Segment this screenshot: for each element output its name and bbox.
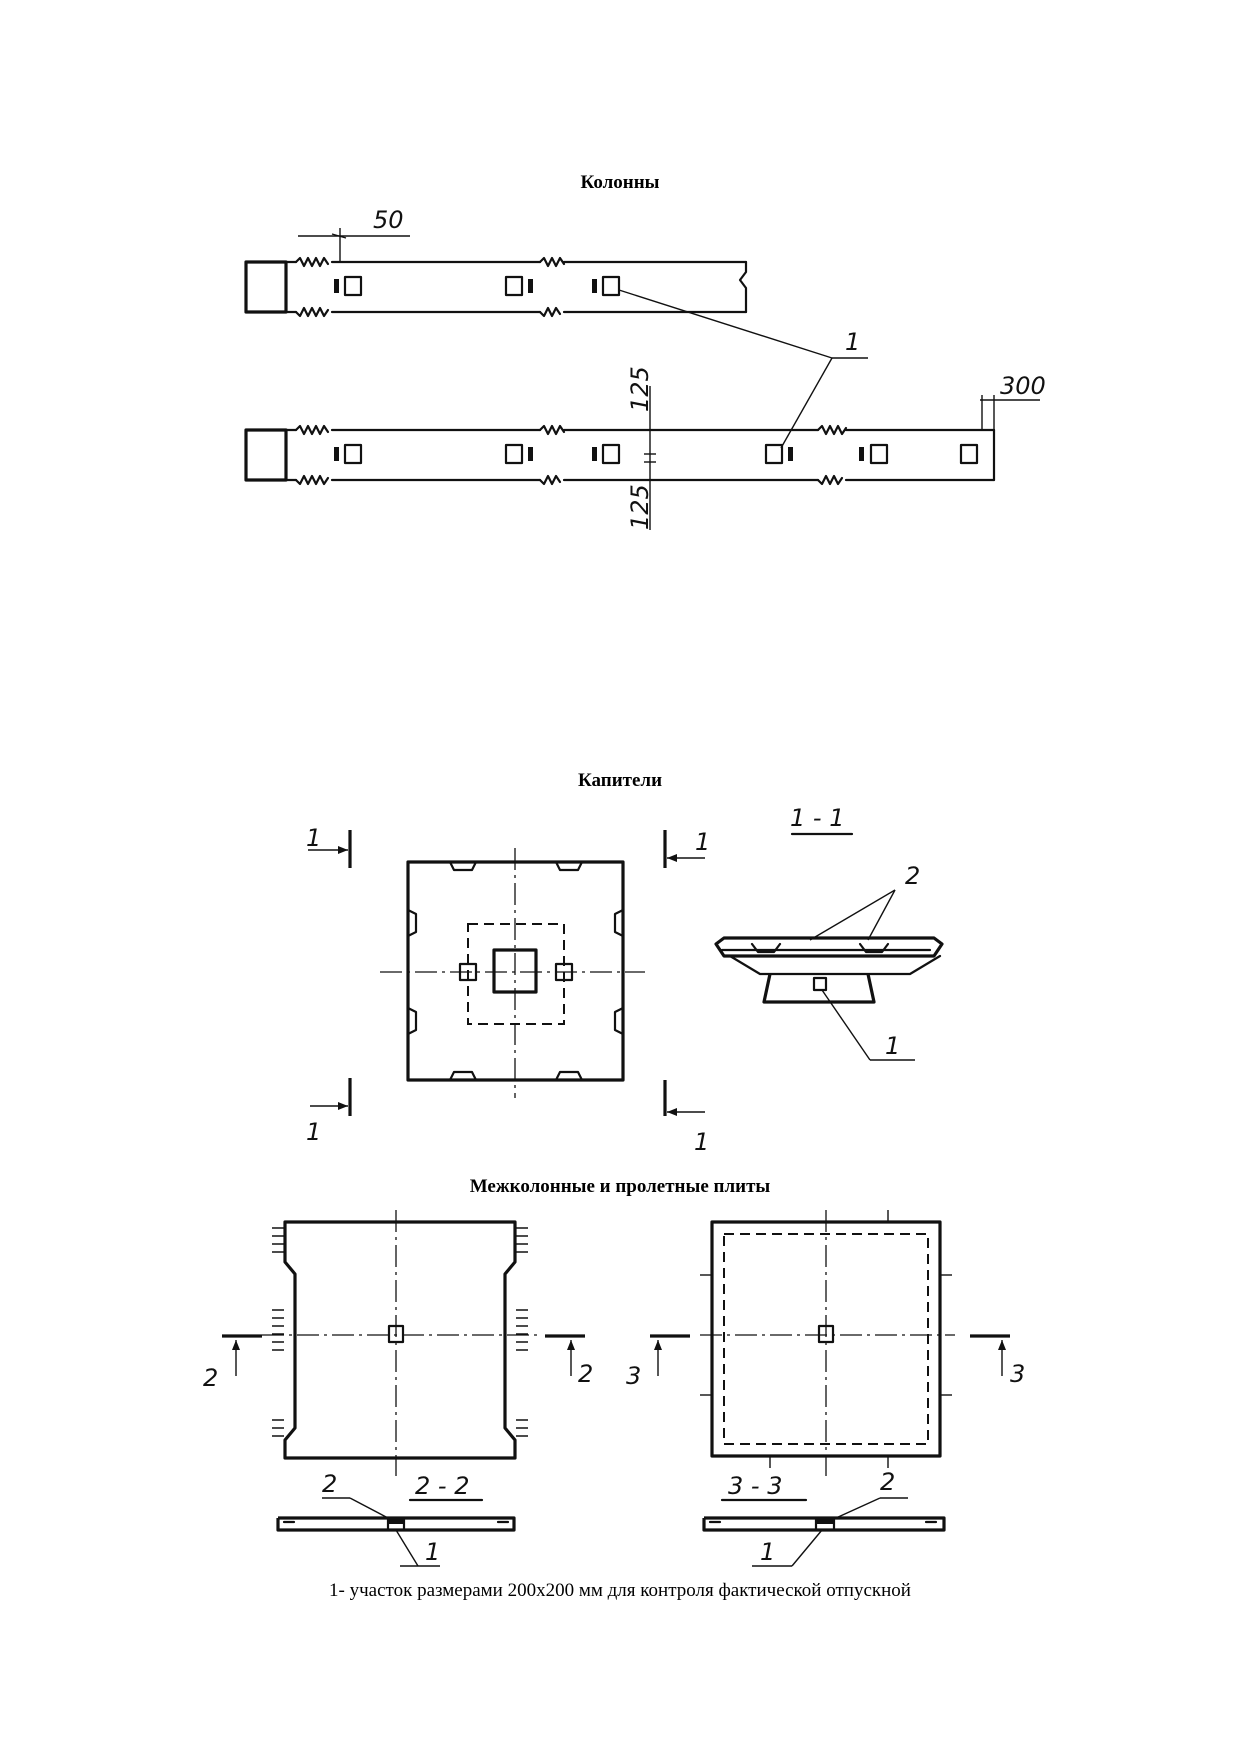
slab-section-2-2: 2 - 2 2 1 <box>276 1470 516 1567</box>
capital-section-1-1: 1 - 1 2 1 <box>714 804 944 1061</box>
callout-1-columns: 1 <box>845 328 860 356</box>
dim-label-125-top: 125 <box>626 366 654 412</box>
dim-label-300: 300 <box>1000 372 1046 400</box>
section-label-2-2: 2 - 2 <box>415 1472 469 1500</box>
slab-section-3-3: 3 - 3 2 1 <box>702 1468 946 1567</box>
capital-cut-markers: 1 1 1 1 <box>306 824 710 1156</box>
callout-1-capital: 1 <box>885 1032 900 1060</box>
span-slab-plan: 3 3 <box>626 1210 1025 1476</box>
section-label-1-1: 1 - 1 <box>790 804 844 832</box>
callout-2-section-2-2: 2 <box>322 1470 337 1498</box>
cut-label-1-bottom-right: 1 <box>694 1128 709 1156</box>
upper-column <box>244 256 748 318</box>
heading-columns: Колонны <box>580 172 660 193</box>
cut-label-2-left: 2 <box>203 1364 218 1392</box>
capital-plan <box>380 848 645 1098</box>
intercolumn-slab-plan: 2 2 <box>203 1210 593 1476</box>
lower-column <box>244 424 996 486</box>
caption-note: 1- участок размерами 200х200 мм для конт… <box>329 1580 911 1601</box>
cut-label-1-top-right: 1 <box>695 828 710 856</box>
cut-label-1-bottom-left: 1 <box>306 1118 321 1146</box>
callout-1-section-2-2: 1 <box>425 1538 440 1566</box>
callout-2-section-3-3: 2 <box>880 1468 895 1496</box>
section-label-3-3: 3 - 3 <box>728 1472 782 1500</box>
dim-label-125-bottom: 125 <box>626 484 654 530</box>
dim-label-50: 50 <box>373 206 404 234</box>
columns-drawing: 50 1 <box>244 206 1046 530</box>
cut-label-2-right: 2 <box>578 1360 593 1388</box>
capitals-drawing: 1 1 1 1 1 - 1 <box>306 804 944 1156</box>
cut-label-3-left: 3 <box>626 1362 641 1390</box>
heading-capitals: Капители <box>577 770 663 791</box>
slabs-drawing: 2 2 <box>203 1210 1025 1567</box>
callout-1-section-3-3: 1 <box>760 1538 775 1566</box>
callout-2-capital: 2 <box>905 862 920 890</box>
cut-label-1-top-left: 1 <box>306 824 321 852</box>
cut-label-3-right: 3 <box>1010 1360 1025 1388</box>
heading-slabs: Межколонные и пролетные плиты <box>469 1176 771 1197</box>
